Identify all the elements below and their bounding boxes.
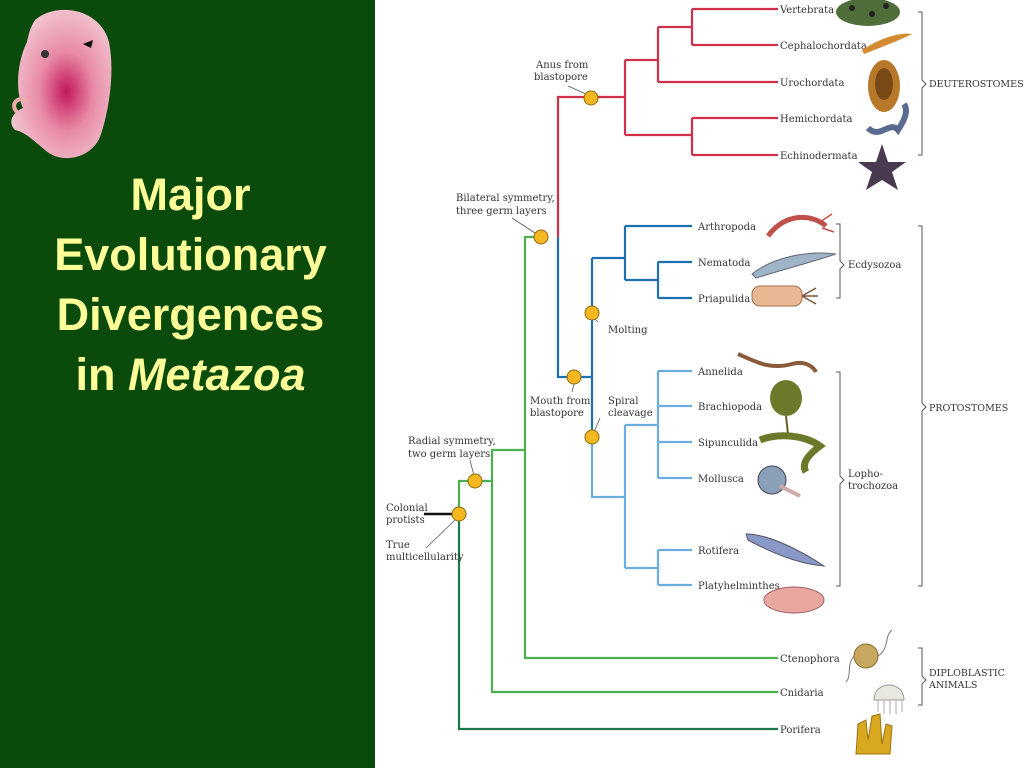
nematode-illustration — [751, 252, 837, 279]
node-true-multicellularity — [451, 506, 467, 522]
taxon-brachiopoda: Brachiopoda — [698, 402, 762, 413]
taxon-hemichordata: Hemichordata — [780, 114, 853, 125]
node-molting — [584, 305, 600, 321]
taxon-arthropoda: Arthropoda — [697, 222, 756, 233]
taxon-ctenophora: Ctenophora — [780, 654, 840, 665]
priapulid-illustration — [751, 285, 818, 307]
title-line-1: Major — [130, 169, 251, 220]
basal-branches — [457, 235, 778, 694]
ctenophore-illustration — [845, 629, 893, 683]
taxon-nematoda: Nematoda — [698, 258, 751, 269]
bracket-lophotrochozoa — [836, 371, 845, 587]
mouth-label-1: Mouth from — [530, 396, 591, 407]
node-mouth-from-blastopore — [566, 369, 582, 385]
node-spiral-cleavage — [584, 429, 600, 445]
radial-label-2: two germ layers — [408, 449, 490, 460]
node-bilateral-symmetry — [533, 229, 549, 245]
mouth-label-2: blastopore — [530, 408, 584, 419]
group-diplo-1: DIPLOBLASTIC — [929, 668, 1005, 679]
taxa-labels: Vertebrata Cephalochordata Urochordata H… — [697, 5, 867, 736]
colonial-label-1: Colonial — [386, 503, 428, 514]
taxon-rotifera: Rotifera — [698, 546, 739, 557]
deuterostome-branches — [556, 7, 778, 237]
taxon-vertebrata: Vertebrata — [779, 5, 834, 16]
right-panel — [375, 0, 1024, 768]
node-radial-symmetry — [467, 473, 483, 489]
group-diplo-2: ANIMALS — [928, 680, 977, 691]
shrimp-illustration — [766, 213, 835, 238]
true-label-2: multicellularity — [386, 552, 464, 563]
node-markers — [451, 90, 600, 522]
molting-label: Molting — [608, 325, 648, 336]
taxon-cnidaria: Cnidaria — [780, 688, 824, 699]
bracket-diploblastic — [918, 647, 927, 706]
acorn-worm-illustration — [865, 102, 909, 136]
taxon-priapulida: Priapulida — [698, 294, 750, 305]
group-deuterostomes: DEUTEROSTOMES — [929, 79, 1024, 90]
bilateral-label-2: three germ layers — [456, 206, 547, 217]
spiral-label-1: Spiral — [608, 396, 638, 407]
title-line-3: Divergences — [56, 289, 325, 340]
starfish-illustration — [858, 144, 906, 190]
lancelet-illustration — [862, 33, 912, 54]
group-brackets — [836, 11, 927, 706]
taxon-platyhelminthes: Platyhelminthes — [698, 581, 780, 592]
node-annotations: Anus from blastopore Bilateral symmetry,… — [386, 60, 653, 563]
radial-label-1: Radial symmetry, — [408, 436, 496, 447]
group-lopho-2: trochozoa — [848, 481, 898, 492]
slide-title: Major Evolutionary Divergences in Metazo… — [8, 165, 373, 405]
flatworm-illustration — [763, 586, 825, 614]
brachiopod-illustration — [770, 380, 802, 435]
mollusc-illustration — [757, 465, 801, 498]
organism-illustrations — [737, 0, 912, 755]
node-anus-from-blastopore — [583, 90, 599, 106]
left-panel: Major Evolutionary Divergences in Metazo… — [0, 0, 375, 768]
rotifer-illustration — [745, 533, 826, 567]
bilateral-label-1: Bilateral symmetry, — [456, 193, 555, 204]
frog-illustration — [836, 0, 900, 26]
cnidarian-illustration — [873, 684, 905, 714]
tunicate-illustration — [868, 60, 900, 112]
colonial-label-2: protists — [386, 515, 425, 526]
true-label-1: True — [386, 540, 410, 551]
anus-label-1: Anus from — [535, 60, 589, 71]
sipunculid-illustration — [758, 432, 826, 474]
title-prefix: in — [75, 349, 128, 400]
title-line-2: Evolutionary — [54, 229, 327, 280]
spiral-label-2: cleavage — [608, 408, 653, 419]
bracket-deuterostomes — [918, 11, 927, 156]
group-lopho-1: Lopho- — [848, 469, 883, 480]
embryo-image — [11, 9, 112, 159]
lophotrochozoa-branches — [590, 369, 692, 587]
taxon-urochordata: Urochordata — [780, 78, 844, 89]
group-protostomes: PROTOSTOMES — [929, 403, 1008, 414]
taxon-cephalochordata: Cephalochordata — [780, 41, 867, 52]
porifera-branch — [457, 514, 778, 731]
taxon-sipunculida: Sipunculida — [698, 438, 758, 449]
bracket-ecdysozoa — [836, 223, 845, 299]
taxon-echinodermata: Echinodermata — [780, 151, 858, 162]
title-italic-metazoa: Metazoa — [127, 349, 306, 400]
anus-label-2: blastopore — [534, 72, 588, 83]
group-ecdysozoa: Ecdysozoa — [848, 260, 901, 271]
pointer-lines — [425, 85, 601, 549]
sponge-illustration — [855, 713, 893, 755]
taxon-porifera: Porifera — [780, 725, 821, 736]
group-labels: DEUTEROSTOMES Ecdysozoa PROTOSTOMES Loph… — [848, 79, 1024, 691]
taxon-mollusca: Mollusca — [698, 474, 744, 485]
taxon-annelida: Annelida — [697, 367, 743, 378]
title-line-4: in Metazoa — [8, 345, 373, 405]
bracket-protostomes — [918, 225, 927, 587]
annelid-illustration — [737, 352, 818, 374]
